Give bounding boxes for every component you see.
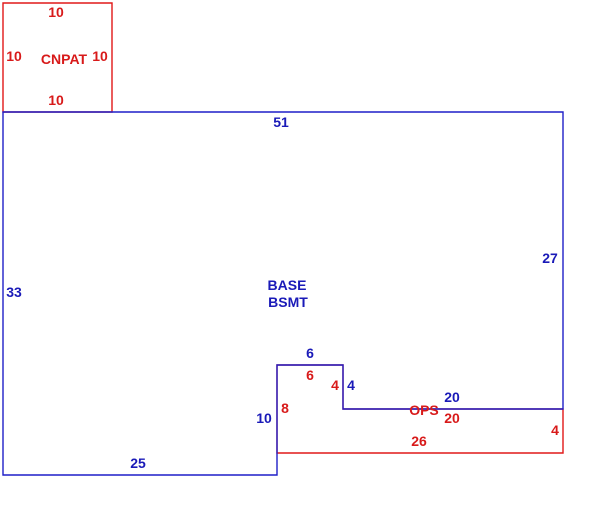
ops-area-label: OPS	[409, 402, 439, 418]
base-top-dimension: 51	[273, 114, 289, 130]
cnpat-top-dimension: 10	[48, 4, 64, 20]
ops-top-right-dimension: 20	[444, 410, 460, 426]
base-bottom-dimension: 25	[130, 455, 146, 471]
ops-top-left-dimension: 6	[306, 367, 314, 383]
cnpat-bottom-dimension: 10	[48, 92, 64, 108]
base-step-bottom-dimension: 20	[444, 389, 460, 405]
cnpat-left-dimension: 10	[6, 48, 22, 64]
base-left-dimension: 33	[6, 284, 22, 300]
base-right-dimension: 27	[542, 250, 558, 266]
base-notch-top-dimension: 6	[306, 345, 314, 361]
base-notch-left-dimension: 10	[256, 410, 272, 426]
cnpat-right-dimension: 10	[92, 48, 108, 64]
base-area-label-line1: BASE	[268, 277, 307, 293]
ops-left-dimension: 8	[281, 400, 289, 416]
ops-inner-right-dimension: 4	[331, 377, 339, 393]
ops-bottom-dimension: 26	[411, 433, 427, 449]
base-area-label-line2: BSMT	[268, 294, 308, 310]
base-outline	[2, 111, 564, 476]
ops-right-dimension: 4	[551, 422, 559, 438]
cnpat-label: CNPAT	[41, 51, 88, 67]
base-notch-right-dimension: 4	[347, 377, 355, 393]
